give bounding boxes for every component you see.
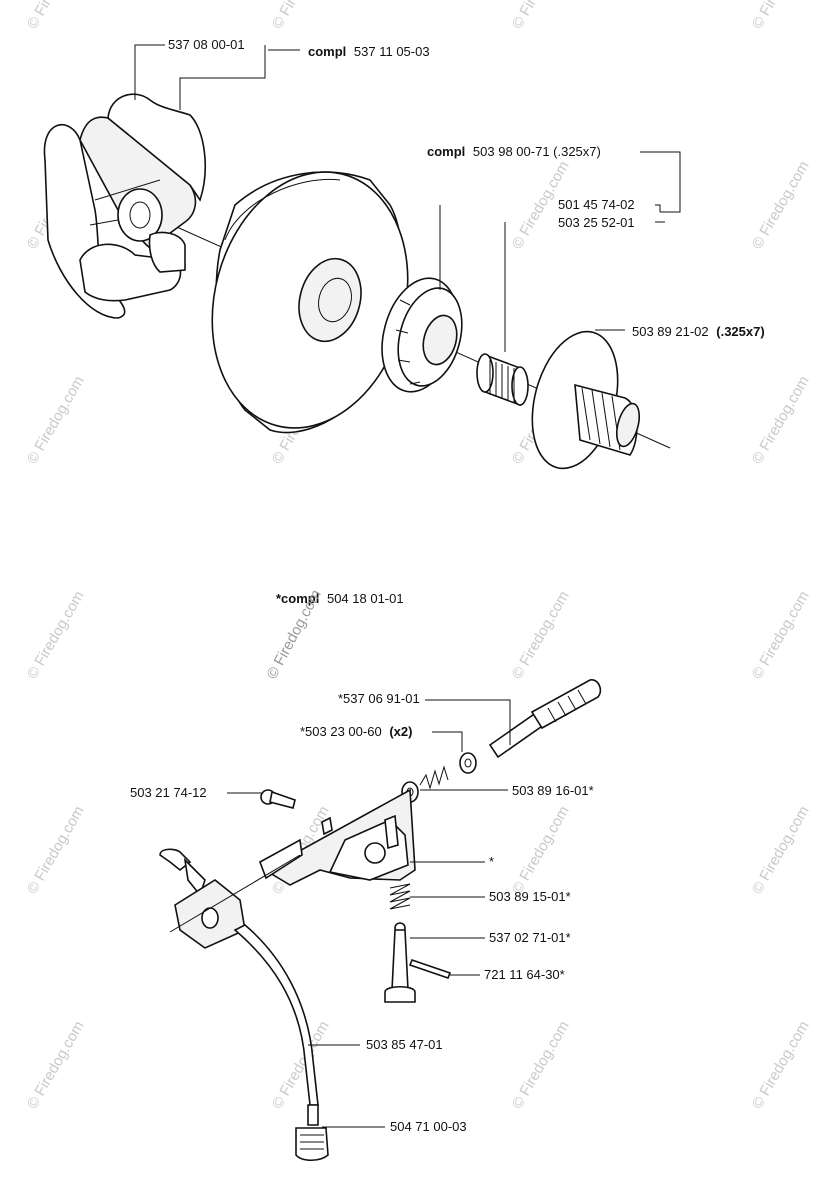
screw-part-label: 503 21 74-12 xyxy=(130,785,207,800)
pump-spring-drawing xyxy=(389,883,411,910)
shaft-part-label: *537 06 91-01 xyxy=(338,691,420,706)
compl-prefix: compl xyxy=(308,44,346,59)
needle-bearing-drawing xyxy=(476,353,529,407)
watermark-text: © Firedog.com xyxy=(24,803,88,897)
watermark-text: © Firedog.com xyxy=(269,0,333,32)
hose-part-label: 503 85 47-01 xyxy=(366,1037,443,1052)
clutch-shoe-drawing xyxy=(43,93,206,319)
clutch-drum-drawing xyxy=(211,171,409,434)
pump-pin-drawing xyxy=(408,958,452,980)
drum-part-label: 501 45 74-02 xyxy=(558,197,635,212)
pump-screw-drawing xyxy=(260,789,296,809)
washer-part-number: *503 23 00-60 xyxy=(300,724,382,739)
washer-part-label: *503 23 00-60 (x2) xyxy=(300,724,412,739)
compl-prefix: *compl xyxy=(276,591,319,606)
watermark-text: © Firedog.com xyxy=(749,373,813,467)
pump-body-drawing xyxy=(159,848,301,949)
compl-number: 503 98 00-71 (.325x7) xyxy=(473,144,601,159)
watermark-text: © Firedog.com xyxy=(509,0,573,32)
watermark-text: © Firedog.com xyxy=(749,158,813,252)
compl-prefix: compl xyxy=(427,144,465,159)
watermark-text: © Firedog.com xyxy=(749,1018,813,1112)
watermark-text: © Firedog.com xyxy=(749,588,813,682)
drum-compl-label: compl 503 98 00-71 (.325x7) xyxy=(427,144,601,159)
watermark-text: © Firedog.com xyxy=(24,373,88,467)
housing-part-label: * xyxy=(489,854,494,869)
compl-number: 504 18 01-01 xyxy=(327,591,404,606)
compl-number: 537 11 05-03 xyxy=(354,44,430,59)
bearing-part-label: 503 25 52-01 xyxy=(558,215,635,230)
rim-part-label: 503 89 21-02 (.325x7) xyxy=(632,324,765,339)
filter-part-label: 504 71 00-03 xyxy=(390,1119,467,1134)
spring-part-label: 503 89 15-01* xyxy=(489,889,571,904)
pump-housing-drawing xyxy=(259,788,416,886)
clutch-shoe-label: 537 08 00-01 xyxy=(168,37,245,52)
pump-compl-label: *compl 504 18 01-01 xyxy=(276,591,404,606)
pump-shaft-drawing xyxy=(488,679,602,759)
small-spring-part-label: 503 89 16-01* xyxy=(512,783,594,798)
pump-leader-lines xyxy=(227,699,511,1128)
pump-plunger-drawing xyxy=(384,922,416,1003)
rim-sprocket-drawing xyxy=(381,277,463,393)
watermark-text: © Firedog.com xyxy=(749,803,813,897)
watermark-text: © Firedog.com xyxy=(24,1018,88,1112)
plunger-part-label: 537 02 71-01* xyxy=(489,930,571,945)
clutch-compl-label: compl 537 11 05-03 xyxy=(308,44,430,59)
rim-part-number: 503 89 21-02 xyxy=(632,324,709,339)
pin-part-label: 721 11 64-30* xyxy=(484,967,565,982)
watermark-text: © Firedog.com xyxy=(509,588,573,682)
clutch-assembly: 537 08 00-01 compl 537 11 05-03 compl 50… xyxy=(43,37,765,470)
spur-sprocket-drawing xyxy=(531,330,641,470)
washer-part-qty: (x2) xyxy=(389,724,412,739)
pump-washers-drawing xyxy=(401,752,477,803)
watermark-text: © Firedog.com xyxy=(509,1018,573,1112)
watermark-text: © Firedog.com xyxy=(24,0,88,32)
small-spring-drawing xyxy=(419,765,449,790)
watermark-text: © Firedog.com xyxy=(749,0,813,32)
oil-filter-drawing xyxy=(295,1104,329,1162)
rim-part-suffix: (.325x7) xyxy=(716,324,764,339)
watermark-text: © Firedog.com xyxy=(24,588,88,682)
oil-pump-assembly: *compl 504 18 01-01 xyxy=(130,591,602,1162)
watermark-text: © Firedog.com xyxy=(509,803,573,897)
clutch-leader-lines xyxy=(134,44,681,352)
oil-hose-drawing xyxy=(233,924,319,1106)
